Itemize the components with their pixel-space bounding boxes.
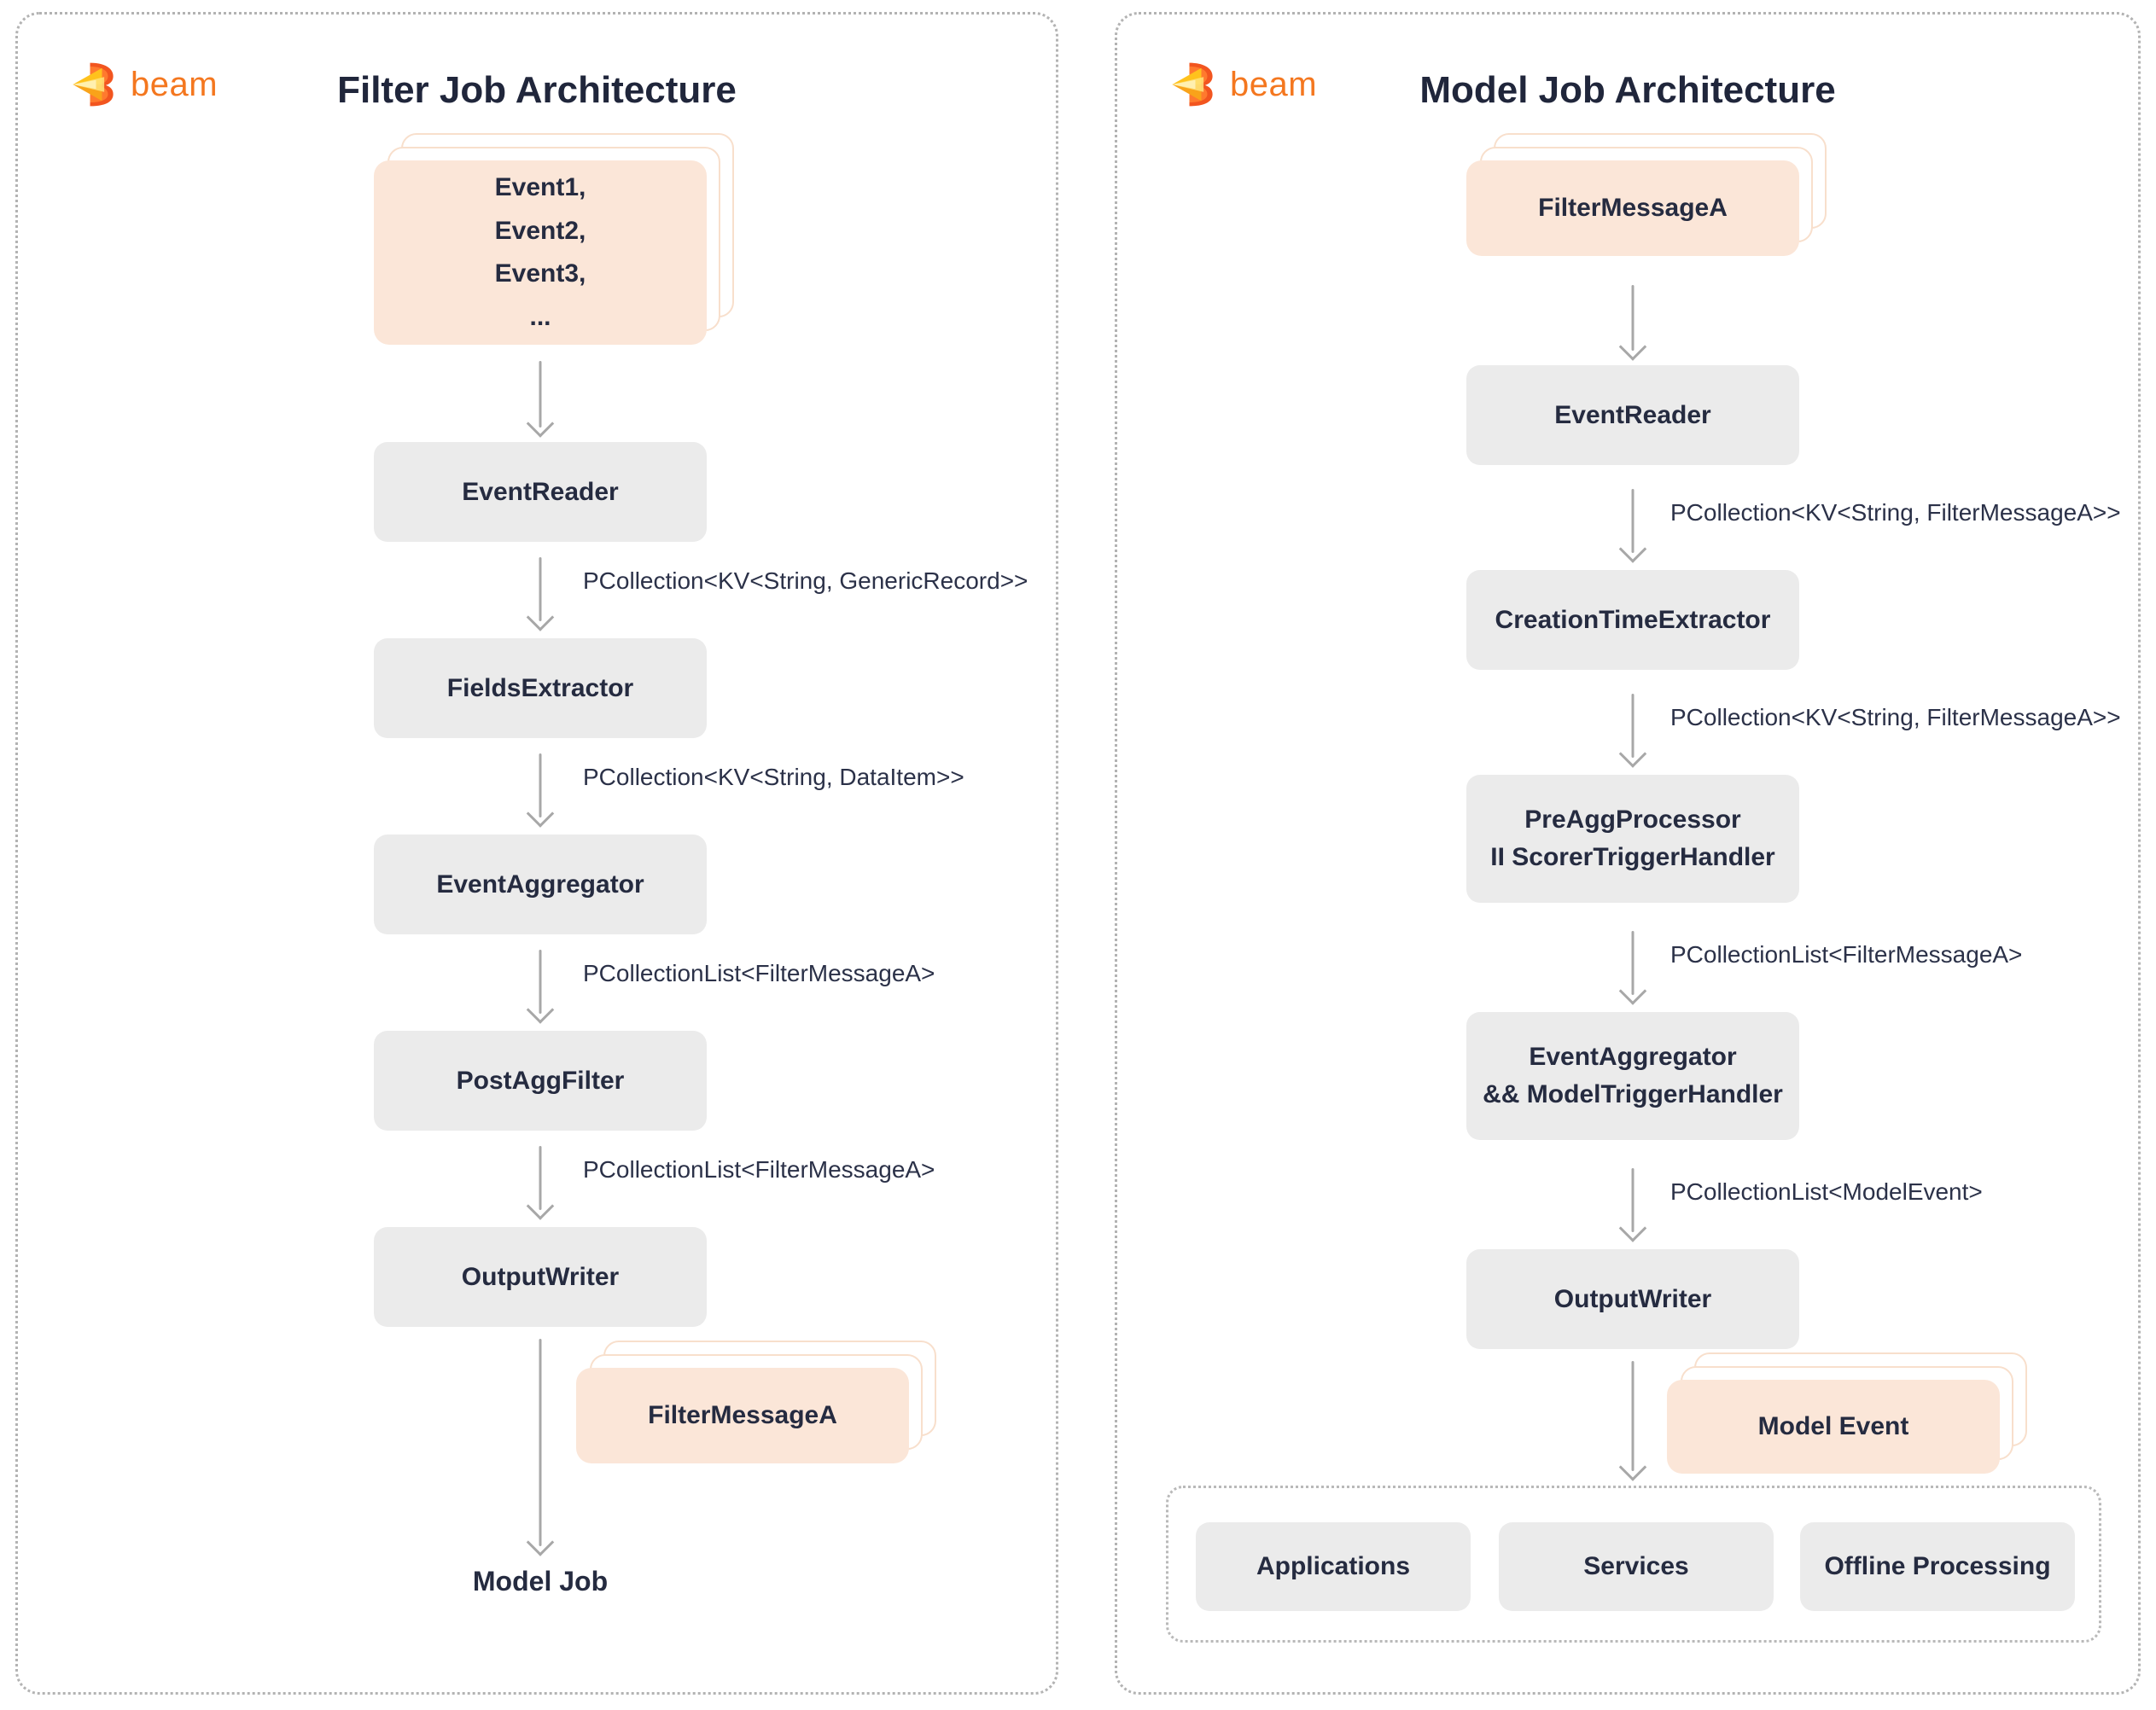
beam-logo-text: beam (1230, 65, 1318, 103)
node-output-writer: OutputWriter (1466, 1249, 1799, 1349)
beam-logo-icon (1172, 62, 1213, 107)
beam-logo-text: beam (131, 65, 219, 103)
node-pre-agg-processor: PreAggProcessor II ScorerTriggerHandler (1466, 775, 1799, 903)
arrow-down-icon (1620, 489, 1646, 559)
arrow-down-icon (1620, 694, 1646, 764)
edge-label: PCollection<KV<String, GenericRecord>> (583, 567, 1028, 594)
node-label: EventReader (462, 477, 619, 506)
arrow-down-icon (1620, 1361, 1646, 1477)
node-services: Services (1499, 1522, 1774, 1611)
edge-label: PCollection<KV<String, FilterMessageA>> (1670, 704, 2121, 730)
node-event-aggregator: EventAggregator (374, 835, 707, 934)
beam-brand: beam (1168, 61, 1317, 108)
node-label: && ModelTriggerHandler (1483, 1080, 1783, 1108)
model-job-panel: beam Model Job Architecture FilterMessag… (1115, 12, 2141, 1695)
edge-label: PCollectionList<ModelEvent> (1670, 1178, 1983, 1205)
node-offline-processing: Offline Processing (1800, 1522, 2075, 1611)
edge-label: PCollection<KV<String, DataItem>> (583, 764, 964, 790)
edge-label: PCollectionList<FilterMessageA> (583, 960, 935, 986)
sink-label-model-job: Model Job (472, 1566, 609, 1597)
filter-job-panel: beam Filter Job Architecture Event1, Eve… (15, 12, 1058, 1695)
arrow-down-icon (1620, 1168, 1646, 1238)
node-label: Services (1583, 1552, 1689, 1580)
node-event-reader: EventReader (1466, 365, 1799, 465)
input-message-card: FilterMessageA (1466, 160, 1799, 256)
output-message-card: FilterMessageA (576, 1368, 909, 1463)
event-line: Event3, (494, 259, 586, 288)
node-label: Applications (1256, 1552, 1410, 1580)
input-events-card: Event1, Event2, Event3, ... (374, 160, 707, 345)
input-message-card-stack: FilterMessageA (1466, 133, 1827, 256)
beam-brand: beam (69, 61, 218, 108)
output-model-event-card: Model Event (1667, 1380, 2000, 1474)
arrow-down-icon (527, 1339, 553, 1552)
panel-title-filter-job: Filter Job Architecture (337, 69, 737, 111)
node-label: Offline Processing (1824, 1552, 2051, 1580)
consumers-group: Applications Services Offline Processing (1166, 1486, 2101, 1643)
arrow-down-icon (1620, 285, 1646, 357)
event-line: Event2, (494, 216, 586, 245)
node-applications: Applications (1196, 1522, 1471, 1611)
event-line: Event1, (494, 173, 586, 201)
edge-label: PCollectionList<FilterMessageA> (1670, 941, 2023, 968)
output-model-event-card-stack: Model Event (1667, 1352, 2027, 1474)
input-events-card-stack: Event1, Event2, Event3, ... (374, 133, 734, 345)
node-fields-extractor: FieldsExtractor (374, 638, 707, 738)
node-label: PreAggProcessor (1524, 806, 1741, 834)
node-event-reader: EventReader (374, 442, 707, 542)
event-line: ... (529, 302, 551, 331)
node-label: EventAggregator (436, 870, 644, 899)
node-label: CreationTimeExtractor (1495, 605, 1771, 634)
arrow-down-icon (1620, 931, 1646, 1001)
output-message-card-stack: FilterMessageA (576, 1341, 936, 1463)
arrow-down-icon (527, 753, 553, 823)
node-post-agg-filter: PostAggFilter (374, 1031, 707, 1131)
node-label: FieldsExtractor (446, 673, 634, 702)
node-label: OutputWriter (1553, 1284, 1712, 1313)
arrow-down-icon (527, 557, 553, 627)
arrow-down-icon (527, 1146, 553, 1216)
arrow-down-icon (527, 361, 553, 433)
node-event-aggregator-model-trigger: EventAggregator && ModelTriggerHandler (1466, 1012, 1799, 1140)
node-label: II ScorerTriggerHandler (1490, 843, 1775, 871)
node-output-writer: OutputWriter (374, 1227, 707, 1327)
panel-title-model-job: Model Job Architecture (1419, 69, 1836, 111)
beam-logo-icon (73, 62, 114, 107)
arrow-down-icon (527, 950, 553, 1020)
node-label: OutputWriter (461, 1262, 620, 1291)
node-label: EventReader (1554, 400, 1711, 429)
edge-label: PCollectionList<FilterMessageA> (583, 1156, 935, 1183)
node-creation-time-extractor: CreationTimeExtractor (1466, 570, 1799, 670)
node-label: EventAggregator (1529, 1043, 1737, 1071)
node-label: PostAggFilter (456, 1066, 625, 1095)
edge-label: PCollection<KV<String, FilterMessageA>> (1670, 499, 2121, 526)
